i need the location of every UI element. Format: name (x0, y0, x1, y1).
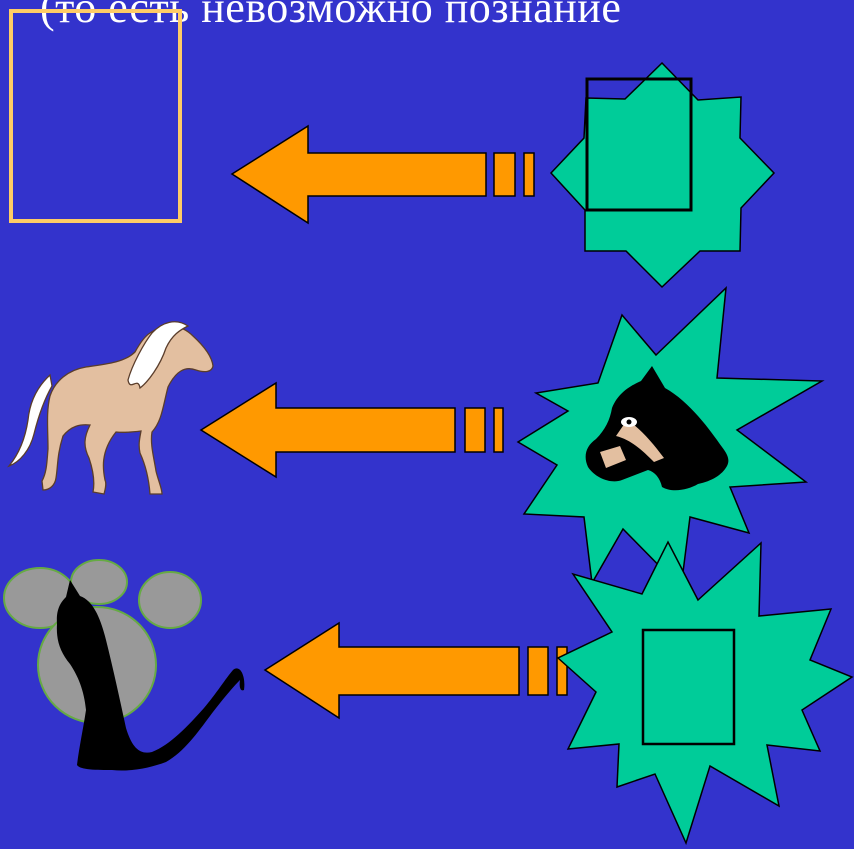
left-striped-arrow-row-1 (232, 126, 534, 223)
explosion-star-with-square (558, 542, 852, 843)
explosion-star-with-horse-head (518, 288, 822, 588)
horse-clipart (9, 322, 213, 494)
eight-point-star-with-square (551, 63, 774, 287)
left-striped-arrow-row-3 (265, 623, 567, 718)
cat-with-gray-circles-clipart (4, 560, 244, 771)
empty-frame (11, 11, 180, 221)
left-striped-arrow-row-2 (201, 383, 503, 477)
